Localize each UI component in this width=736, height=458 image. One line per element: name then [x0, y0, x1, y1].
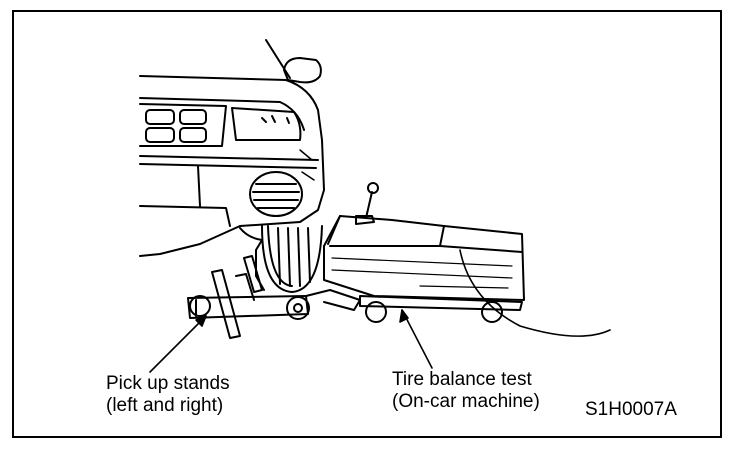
- figure-code: S1H0007A: [585, 399, 677, 420]
- balance-machine: [323, 182, 611, 337]
- stands-leader: [149, 315, 207, 373]
- label-pickup-stands-line2: (left and right): [106, 395, 224, 416]
- machine-housing: [323, 215, 525, 301]
- vehicle-front: [139, 39, 325, 257]
- bumper: [139, 155, 319, 227]
- label-balance-machine-line1: Tire balance test: [392, 369, 532, 390]
- machine-leader: [401, 309, 433, 369]
- grille: [139, 103, 227, 147]
- side-mirror: [283, 57, 322, 84]
- fog-lamp: [249, 171, 303, 217]
- tire: [239, 225, 323, 293]
- label-balance-machine: Tire balance test (On-car machine): [392, 369, 540, 413]
- label-pickup-stands-line1: Pick up stands: [106, 373, 230, 394]
- label-pickup-stands: Pick up stands (left and right): [106, 373, 230, 417]
- figure-frame: [12, 10, 722, 438]
- antenna: [265, 39, 291, 79]
- power-cable: [459, 249, 611, 337]
- label-balance-machine-line2: (On-car machine): [392, 391, 540, 412]
- pickup-stands: [187, 255, 361, 339]
- headlight: [231, 107, 302, 141]
- leader-arrows: [149, 309, 433, 373]
- hood-outline: [139, 75, 325, 257]
